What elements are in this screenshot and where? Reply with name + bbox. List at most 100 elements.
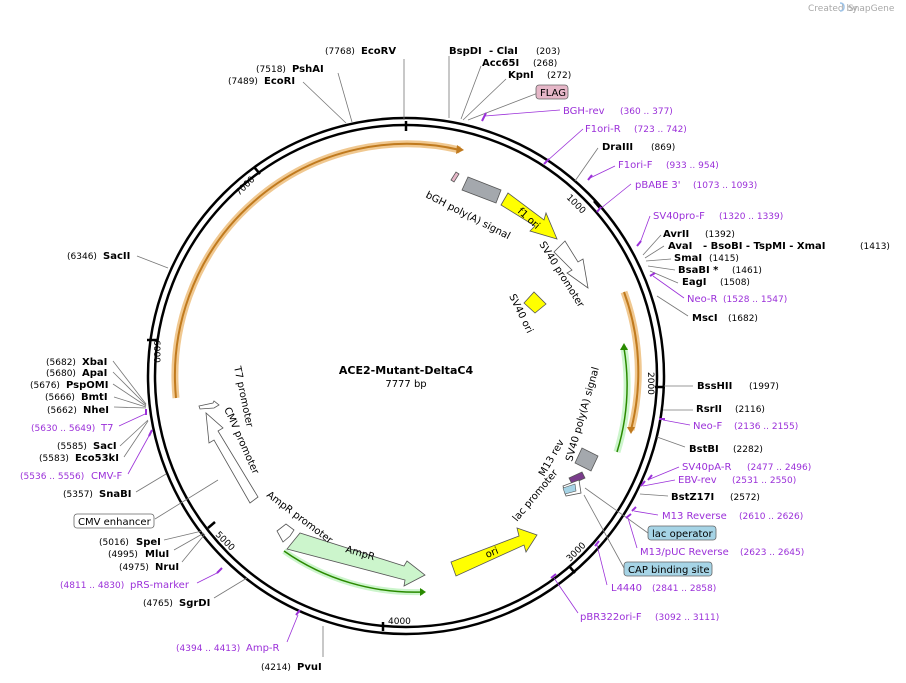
site-xbai[interactable]: (5682) XbaI	[46, 357, 147, 405]
primer-ebvrev[interactable]: EBV-rev (2531 .. 2550)	[640, 475, 796, 487]
svg-text:XbaI: XbaI	[82, 357, 107, 368]
svg-text:SgrDI: SgrDI	[179, 598, 210, 609]
svg-text:F1ori-R: F1ori-R	[585, 124, 621, 135]
svg-text:DraIII: DraIII	[602, 142, 633, 153]
svg-text:(1320 .. 1339): (1320 .. 1339)	[719, 212, 783, 222]
site-bstz17i[interactable]: BstZ17I (2572)	[639, 492, 760, 503]
site-bsshii[interactable]: BssHII (1997)	[664, 381, 779, 392]
feature-ampr[interactable]: AmpR AmpR promoter	[264, 490, 426, 587]
site-apai[interactable]: (5680) ApaI	[46, 368, 147, 406]
svg-text:SV40pro-F: SV40pro-F	[653, 211, 705, 222]
primer-l4440[interactable]: L4440 (2841 .. 2858)	[594, 540, 716, 594]
feature-sv40-ori[interactable]: SV40 ori	[506, 291, 547, 335]
svg-text:L4440: L4440	[611, 583, 642, 594]
site-acc65i[interactable]: Acc65I (268)	[460, 58, 557, 120]
svg-text:T7: T7	[100, 423, 113, 434]
site-snabi[interactable]: (5357) SnaBI	[63, 473, 167, 500]
svg-text:PspOMI: PspOMI	[66, 380, 108, 391]
site-pspomi[interactable]: (5676) PspOMI	[30, 380, 147, 407]
svg-text:(2136 .. 2155): (2136 .. 2155)	[734, 422, 798, 432]
snapgene-logo-icon	[839, 2, 845, 12]
svg-text:SmaI: SmaI	[674, 253, 702, 264]
svg-text:AvaI: AvaI	[668, 241, 692, 252]
site-pshai[interactable]: (7518) PshAI	[256, 64, 353, 123]
orf-arc-top	[171, 140, 464, 399]
svg-text:(2623 .. 2645): (2623 .. 2645)	[740, 548, 804, 558]
primer-f1orif[interactable]: F1ori-F (933 .. 954)	[587, 160, 719, 181]
primer-pbr322[interactable]: pBR322ori-F (3092 .. 3111)	[550, 573, 719, 623]
svg-text:BmtI: BmtI	[81, 392, 108, 403]
site-mlui[interactable]: (4995) MluI	[108, 532, 205, 560]
site-nhei[interactable]: (5662) NheI	[47, 405, 147, 416]
primer-neof[interactable]: Neo-F (2136 .. 2155)	[659, 418, 798, 432]
primer-neor[interactable]: Neo-R (1528 .. 1547)	[649, 272, 787, 305]
svg-text:(5680): (5680)	[46, 369, 76, 379]
svg-text:(6346): (6346)	[67, 252, 97, 262]
feature-bgh-polya[interactable]: bGH poly(A) signal	[424, 171, 512, 242]
site-bsabi[interactable]: BsaBI * (1461)	[647, 265, 762, 276]
svg-text:(1528 .. 1547): (1528 .. 1547)	[723, 295, 787, 305]
primer-sv40par[interactable]: SV40pA-R (2477 .. 2496)	[647, 462, 811, 481]
svg-text:SV40pA-R: SV40pA-R	[682, 462, 731, 473]
svg-text:EBV-rev: EBV-rev	[678, 475, 717, 486]
svg-text:CMV enhancer: CMV enhancer	[78, 517, 152, 528]
box-cmv-enhancer[interactable]: CMV enhancer	[73, 479, 219, 529]
primer-prs[interactable]: (4811 .. 4830) pRS-marker	[60, 567, 223, 591]
svg-text:MscI: MscI	[692, 313, 718, 324]
site-bmti[interactable]: (5666) BmtI	[45, 392, 147, 408]
svg-text:(5536 .. 5556): (5536 .. 5556)	[20, 472, 84, 482]
svg-text:EagI: EagI	[682, 277, 706, 288]
primer-f1orir[interactable]: F1ori-R (723 .. 742)	[543, 124, 687, 165]
site-rsrii[interactable]: RsrII (2116)	[663, 404, 765, 415]
feature-ori[interactable]: ori	[450, 527, 538, 577]
site-saci[interactable]: (5585) SacI	[57, 419, 149, 452]
site-avai[interactable]: AvaI - BsoBI - TspMI - XmaI (1413)	[644, 241, 890, 259]
primer-m13puc[interactable]: M13/pUC Reverse (2623 .. 2645)	[625, 513, 804, 558]
cmv-promoter-label: CMV promoter	[221, 406, 261, 477]
box-lac-operator[interactable]: lac operator	[584, 487, 717, 541]
site-smai[interactable]: SmaI (1415)	[645, 253, 739, 264]
svg-text:Neo-R: Neo-R	[687, 294, 718, 305]
feature-sv40-promoter[interactable]: SV40 promoter	[536, 240, 589, 311]
box-flag[interactable]: FLAG	[467, 84, 569, 121]
green-arc-right	[613, 343, 631, 454]
site-sgrdi[interactable]: (4765) SgrDI	[143, 577, 248, 609]
svg-text:Neo-F: Neo-F	[693, 421, 723, 432]
primer-t7[interactable]: (5630 .. 5649) T7	[31, 409, 147, 434]
svg-text:(1997): (1997)	[749, 382, 779, 392]
site-bspdi[interactable]: BspDI - ClaI (203)	[448, 46, 560, 118]
primer-m13reverse[interactable]: M13 Reverse (2610 .. 2626)	[631, 506, 803, 522]
primer-ampr-site[interactable]: (4394 .. 4413) Amp-R	[176, 609, 301, 654]
plasmid-name: ACE2-Mutant-DeltaC4	[339, 364, 474, 377]
site-bstbi[interactable]: BstBI (2282)	[656, 436, 763, 455]
svg-text:(5583): (5583)	[39, 454, 69, 464]
feature-sv40-polya[interactable]: SV40 poly(A) signal	[564, 366, 602, 472]
site-kpni[interactable]: KpnI (272)	[462, 70, 571, 121]
site-ecori[interactable]: (7489) EcoRI	[228, 76, 347, 124]
svg-text:SacII: SacII	[103, 251, 130, 262]
box-cap-binding[interactable]: CAP binding site	[583, 494, 713, 577]
site-spei[interactable]: (5016) SpeI	[99, 530, 203, 548]
primer-pbabe[interactable]: pBABE 3' (1073 .. 1093)	[596, 180, 757, 213]
primer-sv40prof[interactable]: SV40pro-F (1320 .. 1339)	[636, 211, 783, 247]
svg-text:(1413): (1413)	[860, 242, 890, 252]
site-ecorv[interactable]: (7768) EcoRV	[325, 46, 405, 120]
svg-text:pBR322ori-F: pBR322ori-F	[580, 612, 642, 623]
svg-text:(4995): (4995)	[108, 550, 138, 560]
svg-text:(360 .. 377): (360 .. 377)	[620, 107, 673, 117]
svg-text:(272): (272)	[547, 71, 571, 81]
site-pvui[interactable]: (4214) PvuI	[261, 626, 324, 673]
svg-text:MluI: MluI	[145, 549, 169, 560]
site-nrui[interactable]: (4975) NruI	[119, 533, 206, 573]
site-eco53ki[interactable]: (5583) Eco53kI	[39, 420, 149, 464]
svg-text:lac operator: lac operator	[652, 529, 713, 540]
site-msci[interactable]: MscI (1682)	[656, 295, 758, 324]
site-sacii[interactable]: (6346) SacII	[67, 251, 169, 269]
svg-text:RsrII: RsrII	[696, 404, 722, 415]
site-draiii[interactable]: DraIII (869)	[574, 142, 675, 182]
primer-bghrev[interactable]: BGH-rev (360 .. 377)	[481, 106, 673, 122]
site-avrii[interactable]: AvrII (1392)	[642, 229, 735, 256]
tick-7000: 7000	[234, 175, 257, 198]
svg-text:(2531 .. 2550): (2531 .. 2550)	[732, 476, 796, 486]
primer-cmvf[interactable]: (5536 .. 5556) CMV-F	[20, 429, 153, 482]
